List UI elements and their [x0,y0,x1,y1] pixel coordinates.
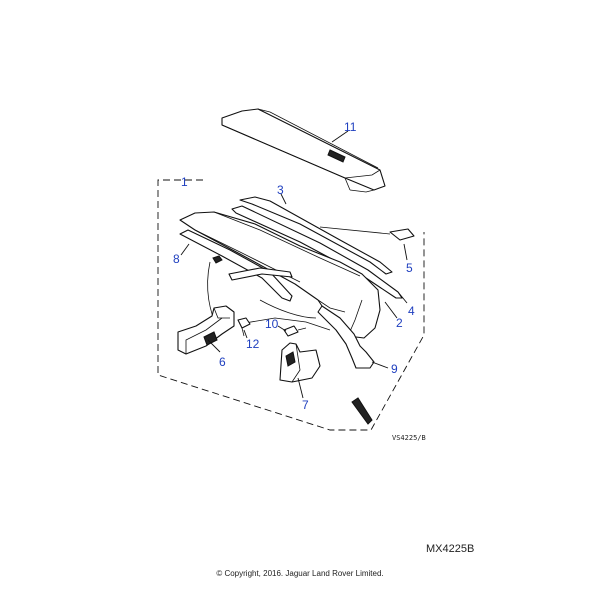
part-7-bracket [279,342,321,383]
part-10-fastener [283,325,307,337]
part-1-assembly-boundary [157,179,425,431]
callout-4: 4 [408,304,415,318]
part-9-seal-strip [317,305,375,369]
callout-10: 10 [265,317,279,331]
inner-strip [228,267,293,281]
part-3-upper-moulding [239,196,393,275]
figure-code: MX4225B [426,543,475,555]
part-12-bolt [237,317,251,337]
tool-marker [351,397,373,425]
callout-9: 9 [391,362,398,376]
part-8-side-moulding [179,229,293,302]
part-5-clip [319,226,415,241]
callout-11: 11 [344,120,357,134]
drawing-reference: VS4225/B [392,434,426,442]
callout-6: 6 [219,355,226,369]
part-11-cover-panel [221,108,386,193]
callout-3: 3 [277,183,284,197]
callout-7: 7 [302,398,309,412]
callout-1: 1 [181,175,188,189]
callout-12: 12 [246,337,260,351]
leader-lines [180,130,408,399]
copyright-notice: © Copyright, 2016. Jaguar Land Rover Lim… [216,569,384,578]
callout-8: 8 [173,252,180,266]
part-6-hinge [177,305,235,355]
callout-2: 2 [396,316,403,330]
part-4-trim-strip [231,205,403,299]
callout-5: 5 [406,261,413,275]
